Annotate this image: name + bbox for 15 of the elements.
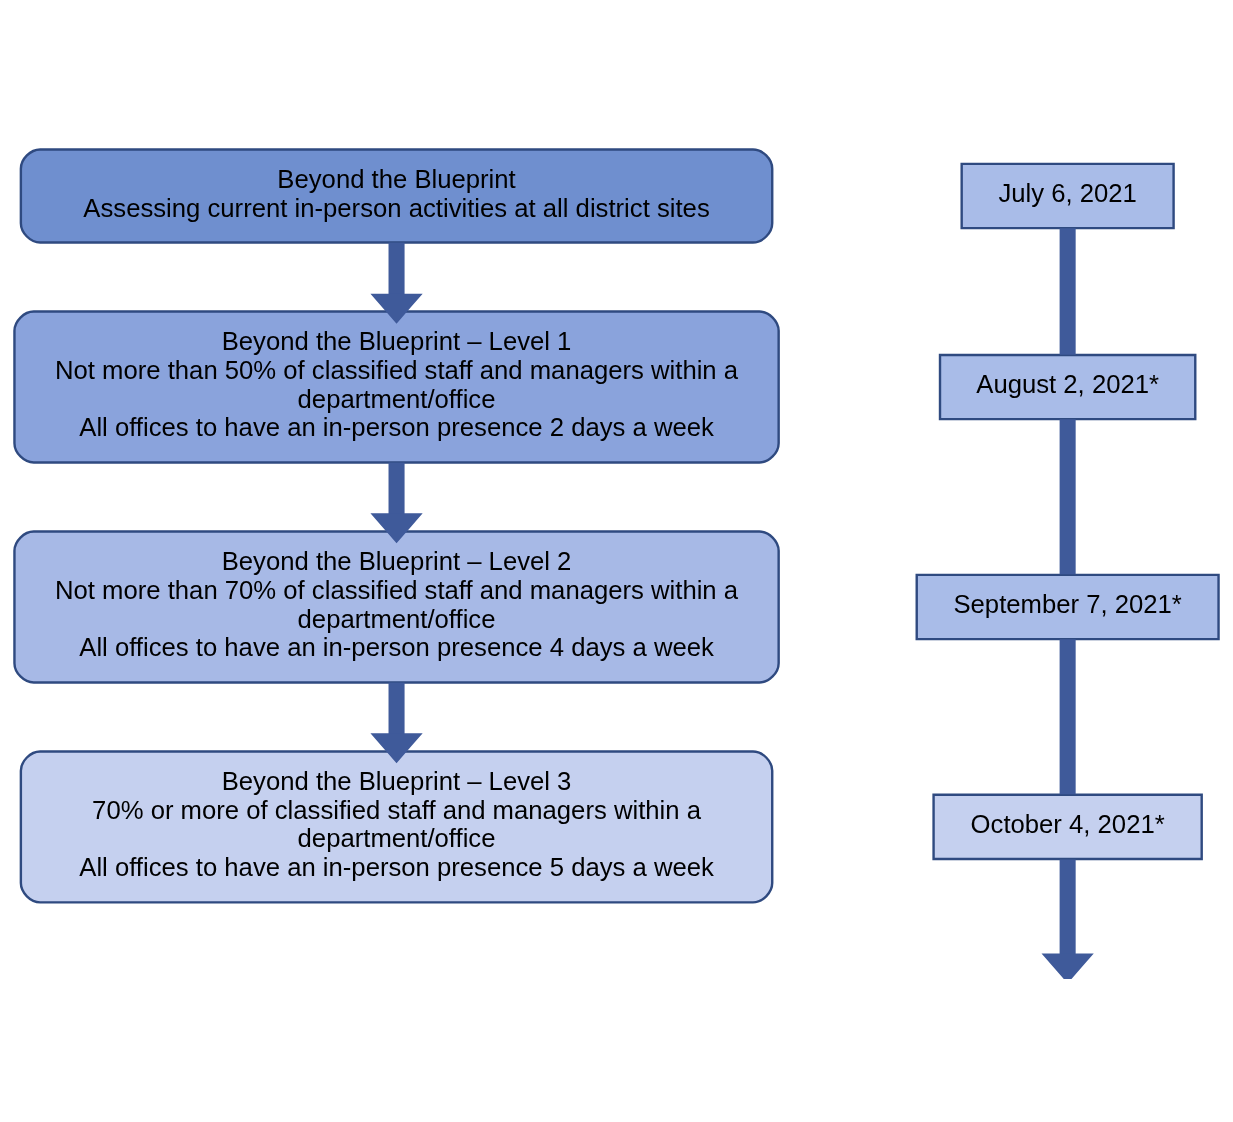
arrow: [1041, 859, 1094, 979]
node-box: Beyond the Blueprint – Level 1 Not more than 50% of classified staff and managers within a department/office All offices to have an in-person presence 2 days a week: [13, 310, 780, 464]
node-box: Beyond the Blueprint – Level 3 70% or more of classified staff and managers within a department/office All offices to have an in-person presence 5 days a week: [19, 750, 774, 904]
node-box: September 7, 2021*: [915, 573, 1220, 641]
arrow: [370, 242, 423, 324]
connector: [1059, 228, 1076, 355]
node-box: August 2, 2021*: [938, 353, 1197, 421]
node-box: October 4, 2021*: [932, 793, 1203, 861]
node-box: Beyond the Blueprint Assessing current in-person activities at all district sites: [19, 148, 774, 244]
node-box: July 6, 2021: [960, 162, 1175, 230]
connector: [1059, 639, 1076, 795]
node-box: Beyond the Blueprint – Level 2 Not more than 70% of classified staff and managers within a department/office All offices to have an in-person presence 4 days a week: [13, 530, 780, 684]
connector: [1059, 419, 1076, 575]
arrow: [370, 682, 423, 764]
arrow: [370, 462, 423, 544]
